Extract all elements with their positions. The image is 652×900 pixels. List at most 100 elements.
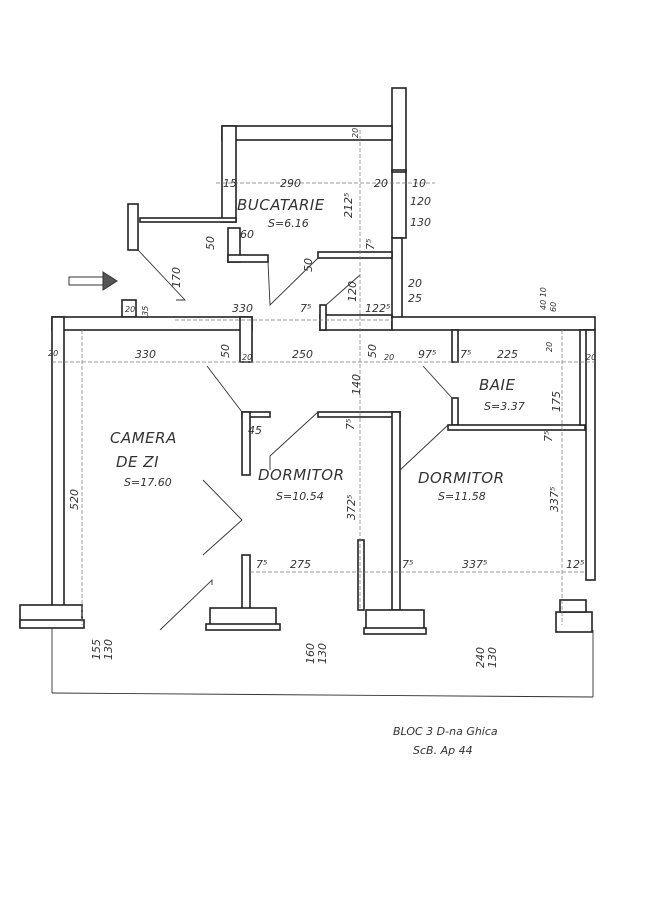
dimension-label: 10 [412,177,426,190]
dimension-label: 20 [586,353,596,362]
living-label-2: DE ZI [116,453,159,471]
dimension-label: 160 [304,643,317,664]
dimension-label: 7⁵ [402,558,413,571]
wall-segment [363,627,427,635]
wall-segment [51,316,65,608]
dimension-label: 290 [280,177,301,190]
dimension-label: 122⁵ [365,302,390,315]
dimension-label: 25 [408,292,422,305]
dimension-label: 130 [410,216,431,229]
dimension-label: 60 [549,302,558,312]
dimension-label: 330 [232,302,253,315]
dimension-label: 120 [346,281,359,302]
wall-segment [391,237,403,319]
dimension-label: 520 [68,489,81,510]
dimension-label: 15 [223,177,237,190]
dimension-label: 275 [290,558,311,571]
dimension-label: 50 [366,344,379,358]
dimension-label: 175 [550,391,563,412]
wall-segment [317,411,401,418]
wall-segment [365,609,425,631]
caption-building: BLOC 3 D-na Ghica [393,725,498,738]
dimension-label: 60 [240,228,254,241]
dimension-label: 7⁵ [300,302,311,315]
dimension-label: 20 [351,128,360,138]
kitchen-area: S=6.16 [268,217,309,230]
wall-segment [51,316,253,331]
dimension-label: 130 [486,647,499,668]
dimension-label: 40 10 [539,287,548,310]
living-area: S=17.60 [124,476,172,489]
bedroom2-area: S=11.58 [438,490,486,503]
bathroom-area: S=3.37 [484,400,525,413]
dimension-label: 170 [170,267,183,288]
wall-segment [319,304,327,331]
dimension-label: 130 [316,643,329,664]
dimension-label: 50 [219,344,232,358]
dimension-label: 45 [248,424,262,437]
wall-segment [205,623,281,631]
dimension-label: 7⁵ [364,239,377,250]
dimension-label: 7⁵ [256,558,267,571]
living-label-1: CAMERA [110,429,177,447]
dimension-label: 155 [90,639,103,660]
wall-segment [319,314,393,331]
bedroom1-label: DORMITOR [258,466,345,484]
dimension-label: 20 [125,305,135,314]
entrance-arrow-icon [68,271,118,291]
dimension-lines [51,130,595,698]
dimension-label: 337⁵ [548,487,561,512]
bedroom2-label: DORMITOR [418,469,505,487]
wall-segment [451,329,459,363]
dimension-label: 35 [141,306,150,316]
caption-apartment: ScB. Ap 44 [413,744,473,757]
wall-segment [19,619,85,629]
dimension-label: 97⁵ [418,348,436,361]
bedroom1-area: S=10.54 [276,490,324,503]
wall-segment [241,411,251,476]
dimension-label: 7⁵ [344,419,357,430]
walls [19,87,596,635]
dimension-label: 337⁵ [462,558,487,571]
dimension-label: 120 [410,195,431,208]
dimension-label: 12⁵ [566,558,584,571]
wall-segment [391,87,407,239]
bathroom-label: BAIE [479,376,515,394]
wall-segment [241,554,251,611]
dimension-label: 372⁵ [345,495,358,520]
wall-segment [447,424,586,431]
door-swings [137,249,453,631]
dimension-label: 20 [242,353,252,362]
dimension-label: 50 [302,258,315,272]
wall-segment [317,251,393,259]
dimension-label: 20 [408,277,422,290]
wall-segment [221,125,237,223]
wall-segment [451,397,459,426]
wall-segment [357,539,365,611]
wall-segment [227,254,269,263]
dimension-label: 240 [474,647,487,668]
dimension-label: 130 [102,639,115,660]
dimension-label: 20 [48,349,58,358]
dimension-label: 250 [292,348,313,361]
dimension-label: 20 [545,342,554,352]
dimension-label: 225 [497,348,518,361]
dimension-label: 20 [374,177,388,190]
kitchen-label: BUCATARIE [237,196,325,214]
dimension-label: 330 [135,348,156,361]
wall-segment [139,217,237,223]
dimension-label: 20 [384,353,394,362]
wall-segment [391,169,407,173]
wall-segment [559,599,587,613]
dimension-label: 212⁵ [342,193,355,218]
wall-segment [391,411,401,611]
dimension-label: 140 [350,374,363,395]
wall-segment [555,611,593,633]
dimension-label: 7⁵ [460,348,471,361]
wall-segment [391,316,596,331]
dimension-label: 50 [204,236,217,250]
wall-segment [221,125,393,141]
wall-segment [585,329,596,581]
dimension-label: 7⁵ [542,431,555,442]
